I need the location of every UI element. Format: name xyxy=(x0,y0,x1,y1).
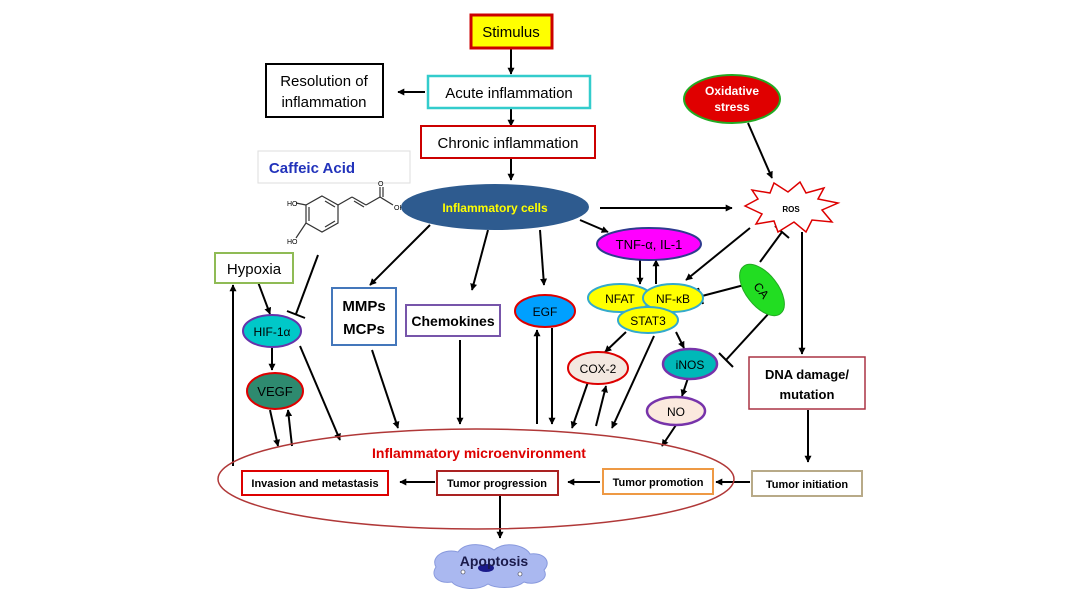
tumor-initiation-node: Tumor initiation xyxy=(751,470,863,497)
arrow-cox2-to-microenv xyxy=(570,381,589,429)
invasion-node: Invasion and metastasis xyxy=(241,470,389,496)
arrow-stat3-to-cox2 xyxy=(604,331,627,353)
microenvironment-region: Inflammatory microenvironment xyxy=(217,428,735,530)
chemokines-label: Chemokines xyxy=(411,313,494,329)
arrow-mmps-to-microenv xyxy=(371,349,400,429)
ros-label: ROS xyxy=(782,205,800,214)
dna-damage-line1: DNA damage/ xyxy=(765,367,849,382)
ros-node: ROS xyxy=(743,180,841,234)
vegf-label: VEGF xyxy=(257,384,292,399)
inhibit-ca-to-hif-bar xyxy=(286,310,306,319)
cox2-label: COX-2 xyxy=(580,362,617,376)
inhibit-ca-to-nfkb xyxy=(701,283,749,297)
inos-node: iNOS xyxy=(661,347,719,381)
apoptosis-label: Apoptosis xyxy=(460,553,529,569)
stimulus-node: Stimulus xyxy=(469,13,554,50)
hypoxia-label: Hypoxia xyxy=(227,261,282,278)
inflammatory-cells-node: Inflammatory cells xyxy=(401,184,589,230)
invasion-label: Invasion and metastasis xyxy=(251,478,378,490)
microenvironment-label: Inflammatory microenvironment xyxy=(372,445,586,461)
egf-node: EGF xyxy=(514,294,576,328)
arrow-inos-to-no xyxy=(680,377,689,397)
inhibit-ca-to-ros xyxy=(759,231,783,263)
egf-label: EGF xyxy=(533,305,558,319)
nfat-node: NFAT xyxy=(587,283,653,313)
hypoxia-node: Hypoxia xyxy=(214,252,294,284)
ca-node: CA xyxy=(739,263,785,317)
arrow-cells-to-mmps xyxy=(369,224,431,286)
mmps-mcps-node: MMPs MCPs xyxy=(331,287,397,346)
resolution-label-line2: inflammation xyxy=(281,94,366,111)
mcps-label: MCPs xyxy=(343,321,385,338)
chemokines-node: Chemokines xyxy=(405,304,501,337)
acute-inflammation-node: Acute inflammation xyxy=(426,74,592,110)
arrow-vegf-to-microenv xyxy=(269,409,281,447)
caffeic-acid-label: Caffeic Acid xyxy=(269,160,355,177)
molecule-ho-bottom: HO xyxy=(287,239,298,246)
inhibit-ca-to-inos xyxy=(725,311,771,361)
mmps-label: MMPs xyxy=(342,298,385,315)
no-node: NO xyxy=(645,395,707,427)
dna-damage-line2: mutation xyxy=(780,387,835,402)
oxidative-stress-line1: Oxidative xyxy=(705,84,759,98)
oxidative-stress-line2: stress xyxy=(714,100,750,114)
arrow-hif-to-microenv xyxy=(299,345,341,441)
inhibit-ca-to-hif xyxy=(295,254,319,315)
tumor-progression-node: Tumor progression xyxy=(436,470,559,496)
inflammatory-cells-label: Inflammatory cells xyxy=(442,201,548,215)
tnf-il1-node: TNF-α, IL-1 xyxy=(596,227,702,261)
vegf-node: VEGF xyxy=(246,372,304,410)
inhibit-ca-to-inos-bar xyxy=(718,352,734,368)
resolution-node: Resolution of inflammation xyxy=(265,63,384,118)
stat3-label: STAT3 xyxy=(630,314,666,328)
arrow-cells-to-chemokines xyxy=(470,229,489,291)
nfkb-label: NF-κB xyxy=(656,292,690,306)
dna-damage-node: DNA damage/ mutation xyxy=(748,356,866,410)
arrow-oxidative-to-ros xyxy=(747,122,773,179)
molecule-oh: OH xyxy=(394,205,405,212)
arrow-microenv-to-cox2 xyxy=(595,385,608,427)
resolution-label-line1: Resolution of xyxy=(280,73,368,90)
caffeic-acid-structure-icon: HO HO OH O xyxy=(287,181,405,246)
oxidative-stress-node: Oxidative stress xyxy=(683,74,781,124)
inos-label: iNOS xyxy=(676,358,705,372)
arrow-cells-to-egf xyxy=(539,229,548,286)
stimulus-label: Stimulus xyxy=(482,24,540,41)
arrow-hypoxia-to-hif xyxy=(257,281,272,315)
arrow-stat3-to-microenv xyxy=(611,335,655,429)
molecule-o: O xyxy=(378,181,384,188)
molecule-ho-top: HO xyxy=(287,201,298,208)
acute-inflammation-label: Acute inflammation xyxy=(445,85,573,102)
hif1a-node: HIF-1α xyxy=(242,314,302,348)
apoptosis-node: Apoptosis xyxy=(433,544,548,589)
cox2-node: COX-2 xyxy=(567,351,629,385)
chronic-inflammation-label: Chronic inflammation xyxy=(438,135,579,152)
tumor-promotion-node: Tumor promotion xyxy=(602,468,714,495)
caffeic-acid-title: Caffeic Acid xyxy=(257,150,411,184)
tnf-il1-label: TNF-α, IL-1 xyxy=(616,237,683,252)
no-label: NO xyxy=(667,405,685,419)
arrow-microenv-to-vegf xyxy=(285,409,293,447)
edges xyxy=(229,49,812,539)
nfat-label: NFAT xyxy=(605,292,635,306)
tumor-promotion-label: Tumor promotion xyxy=(613,477,704,489)
stat3-node: STAT3 xyxy=(617,306,679,334)
hif1a-label: HIF-1α xyxy=(254,325,291,339)
arrow-cells-to-tnf xyxy=(579,219,609,233)
ros-burst-icon xyxy=(743,180,841,234)
chronic-inflammation-node: Chronic inflammation xyxy=(420,125,596,159)
tumor-initiation-label: Tumor initiation xyxy=(766,479,849,491)
arrow-stat3-to-inos xyxy=(675,331,685,349)
arrow-ros-to-nfkb xyxy=(685,227,751,281)
tumor-progression-label: Tumor progression xyxy=(447,478,547,490)
arrow-no-to-microenv xyxy=(661,424,677,447)
